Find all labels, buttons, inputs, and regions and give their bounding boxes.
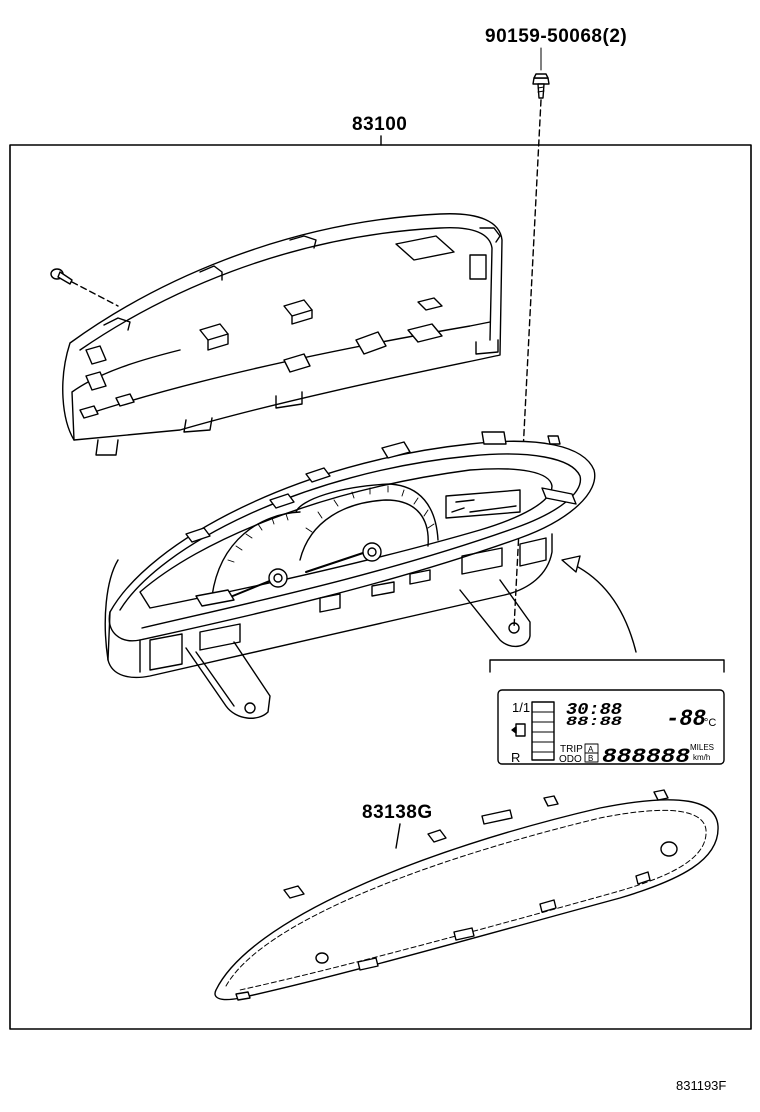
lcd-unit-kmh: km/h <box>693 753 710 762</box>
lens-leader <box>395 823 401 849</box>
part-label-lens: 83138G <box>362 802 433 823</box>
detail-arrow <box>567 561 637 653</box>
detail-bracket <box>489 659 725 673</box>
lcd-clock-lower: 88:88 <box>566 714 622 729</box>
figure-reference: 831193F <box>676 1078 727 1093</box>
lcd-odo-label: ODO <box>559 754 582 765</box>
lcd-range: 1/1 <box>512 700 530 715</box>
meter-assembly <box>104 431 596 719</box>
part-label-screw: 90159-50068(2) <box>485 26 628 47</box>
rear-housing <box>62 213 503 456</box>
lcd-temperature: -88 <box>666 706 706 732</box>
lcd-detail <box>497 689 725 765</box>
lcd-gear: R <box>511 750 520 765</box>
lcd-clock: 30:88 <box>566 701 622 720</box>
front-lens <box>214 789 719 1001</box>
lcd-trip-label: TRIP <box>560 744 583 755</box>
screw-dashed-leader <box>513 99 542 629</box>
screw-icon <box>532 47 550 99</box>
small-screw-leader <box>71 281 119 307</box>
lcd-select-b: B <box>588 754 593 763</box>
fuel-pump-icon <box>511 723 526 737</box>
lcd-select-a: A <box>588 745 594 754</box>
small-screw-icon <box>50 268 73 285</box>
part-label-assembly: 83100 <box>352 114 408 135</box>
lcd-odometer: 888888 <box>602 746 690 769</box>
lcd-temperature-unit: °C <box>704 717 716 729</box>
detail-arrowhead <box>561 555 581 573</box>
lcd-unit-miles: MILES <box>690 743 714 752</box>
